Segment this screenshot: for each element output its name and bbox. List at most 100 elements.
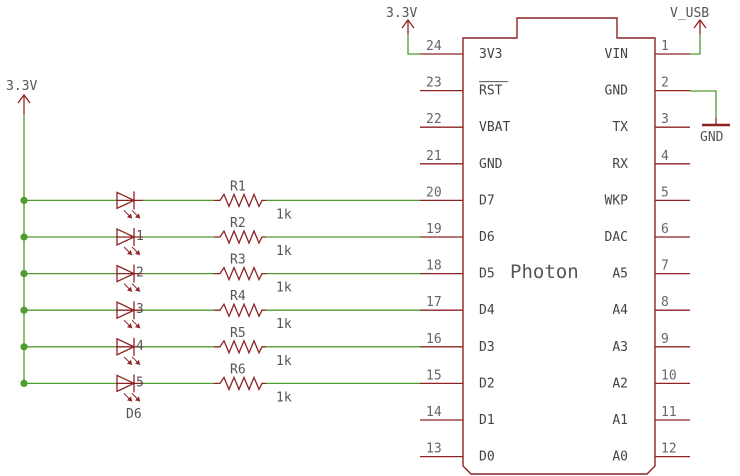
left-pin-group: 243V323RST22VBAT21GND20D719D618D517D416D…	[420, 39, 510, 465]
pin-number: 23	[426, 76, 442, 91]
pin-number: 7	[661, 259, 669, 274]
pin-number: 12	[661, 442, 677, 457]
chip-name: Photon	[510, 261, 579, 283]
chip-pin-a3: 9A3	[612, 332, 690, 355]
pin-name: WKP	[605, 193, 629, 208]
pin-number: 13	[426, 442, 442, 457]
pin-name: VIN	[605, 47, 628, 62]
led: 5	[116, 374, 144, 402]
chip-outline	[462, 17, 656, 475]
chip-pin-tx: 3TX	[612, 112, 690, 135]
pin-number: 19	[426, 222, 442, 237]
led-tag: 2	[136, 266, 144, 281]
resistor-symbol	[214, 375, 266, 392]
pin-number: 11	[661, 405, 677, 420]
led-triangle	[116, 227, 136, 247]
pin-name: D1	[479, 413, 495, 428]
junction-dot	[20, 196, 28, 204]
resistor-value: 1k	[276, 390, 292, 405]
chip-pin-a5: 7A5	[612, 259, 690, 282]
pin-name: RST	[479, 84, 503, 99]
pin-name: GND	[479, 157, 503, 172]
pin-name: D6	[479, 230, 495, 245]
pin-name: GND	[605, 84, 629, 99]
resistor-value: 1k	[276, 207, 292, 222]
led-tag: 3	[136, 302, 144, 317]
resistor-name: R4	[230, 289, 246, 304]
pin-number: 3	[661, 112, 669, 127]
pin-number: 6	[661, 222, 669, 237]
bottom-led-label: D6	[126, 407, 142, 422]
pin-name: A0	[612, 450, 628, 465]
vusb-wire	[690, 34, 701, 55]
pin-name: D2	[479, 376, 495, 391]
top-3v3-wire	[407, 34, 420, 55]
pin-number: 1	[661, 39, 669, 54]
resistor-name: R6	[230, 362, 246, 377]
pin-number: 21	[426, 149, 442, 164]
resistor-symbol	[214, 302, 266, 318]
resistor-name: R2	[230, 216, 246, 231]
pin-number: 5	[661, 185, 669, 200]
left-supply: 3.3V	[6, 79, 37, 382]
pin-name: A1	[612, 413, 628, 428]
resistor-value: 1k	[276, 244, 292, 259]
resistor-value: 1k	[276, 317, 292, 332]
chip-pin-rx: 4RX	[612, 149, 690, 172]
resistor-name: R5	[230, 326, 246, 341]
ground-wire	[690, 90, 717, 118]
vusb-label: V_USB	[670, 6, 709, 21]
pin-name: D4	[479, 303, 495, 318]
junction-dot	[20, 306, 28, 314]
channel-6: 5 R6 1k	[20, 362, 420, 405]
pin-name: DAC	[605, 230, 628, 245]
pin-name: TX	[612, 120, 628, 135]
resistor-symbol	[214, 192, 266, 209]
ground-label: GND	[700, 130, 724, 145]
pin-number: 10	[661, 368, 677, 383]
junction-dot	[20, 343, 28, 351]
pin-number: 16	[426, 332, 442, 347]
pin-name: D3	[479, 340, 495, 355]
led-triangle	[116, 191, 136, 210]
pin-name: A5	[612, 267, 628, 282]
pin-number: 17	[426, 295, 442, 310]
led-triangle	[116, 301, 136, 320]
pin-number: 15	[426, 368, 442, 383]
led	[116, 191, 143, 219]
led-triangle	[116, 374, 136, 393]
pin-number: 24	[426, 39, 442, 54]
pin-number: 18	[426, 259, 442, 274]
resistor-value: 1k	[276, 281, 292, 296]
resistor-symbol	[214, 229, 266, 245]
resistor-symbol	[214, 339, 266, 355]
pin-name: A3	[612, 340, 628, 355]
pin-number: 8	[661, 295, 669, 310]
pin-name: D5	[479, 267, 495, 282]
pin-name: A4	[612, 303, 628, 318]
photon-chip: Photon 243V323RST22VBAT21GND20D719D618D5…	[420, 17, 690, 475]
channel-4: 3 R4 1k	[20, 289, 420, 332]
led: 2	[116, 264, 144, 292]
junction-dot	[20, 270, 28, 278]
pin-name: D0	[479, 450, 495, 465]
chip-pin-a4: 8A4	[612, 295, 690, 318]
pin-name: D7	[479, 193, 495, 208]
